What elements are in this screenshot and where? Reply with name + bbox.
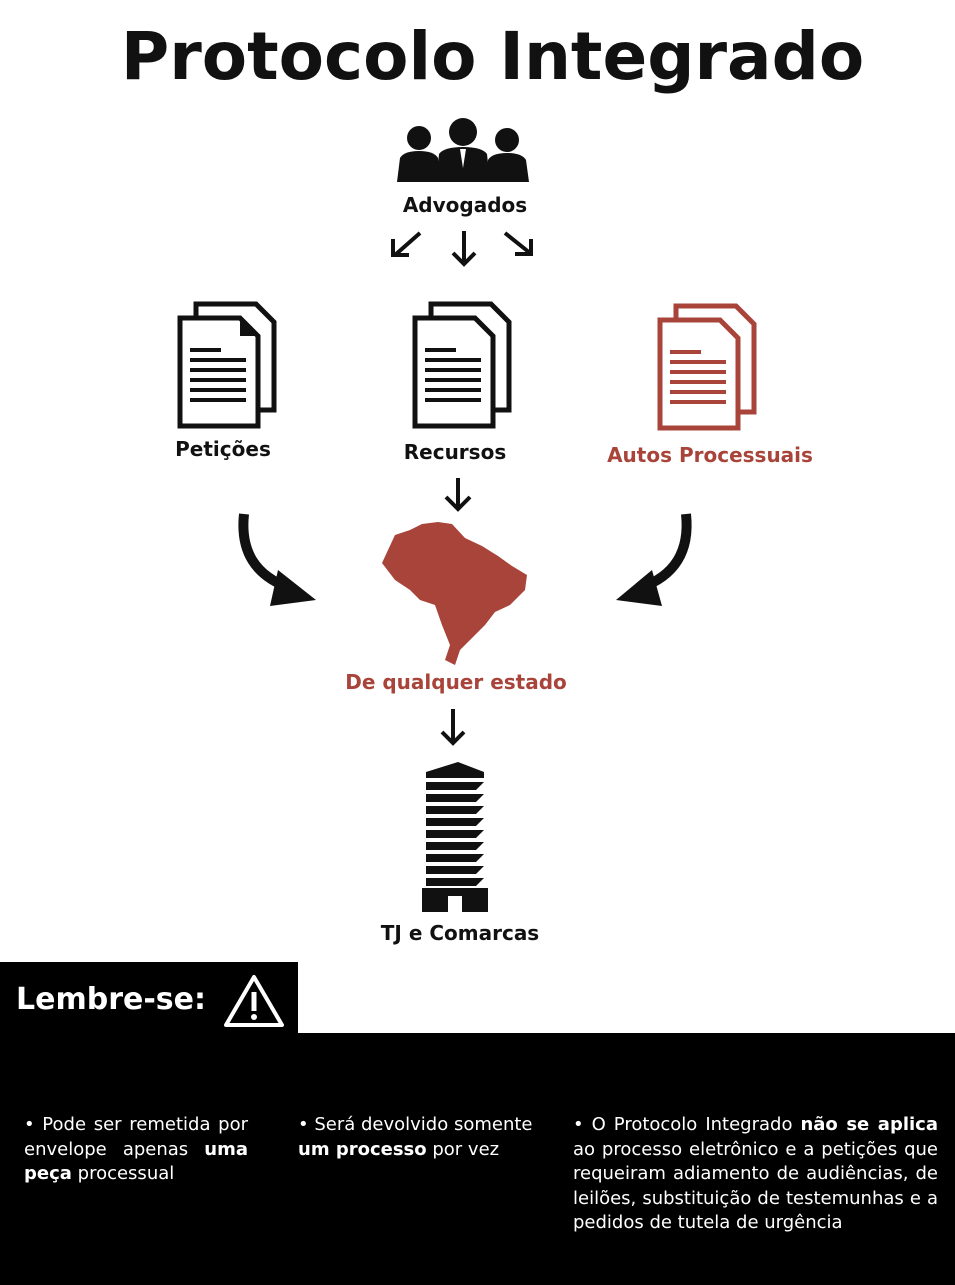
destination-label: TJ e Comarcas [380,921,540,945]
building-icon [422,762,488,912]
reminder-heading: Lembre-se: [16,982,206,1017]
source-label: Advogados [402,193,528,217]
reminder-note: • Pode ser remetida por envelope apenas … [24,1114,248,1184]
case-files-document-icon [657,303,757,431]
reminder-header: Lembre-se: [0,962,298,1034]
appeals-document-icon [412,301,512,429]
reminder-note: • O Protocolo Integrado não se aplica ao… [573,1114,938,1233]
converging-arrows-icon [238,478,692,606]
reminder-panel [0,1033,955,1285]
document-label: Recursos [403,440,507,464]
split-arrows-icon [391,231,533,267]
brazil-map-icon [382,522,527,665]
origin-label: De qualquer estado [345,670,567,694]
lawyers-icon [397,118,529,182]
warning-icon [224,975,284,1027]
document-label: Autos Processuais [607,443,813,467]
document-label: Petições [175,437,271,461]
page-title: Protocolo Integrado [120,18,865,95]
down-arrow-icon [440,709,466,746]
petitions-document-icon [177,301,277,429]
reminder-note: • Será devolvido somente um processo por… [298,1114,533,1160]
